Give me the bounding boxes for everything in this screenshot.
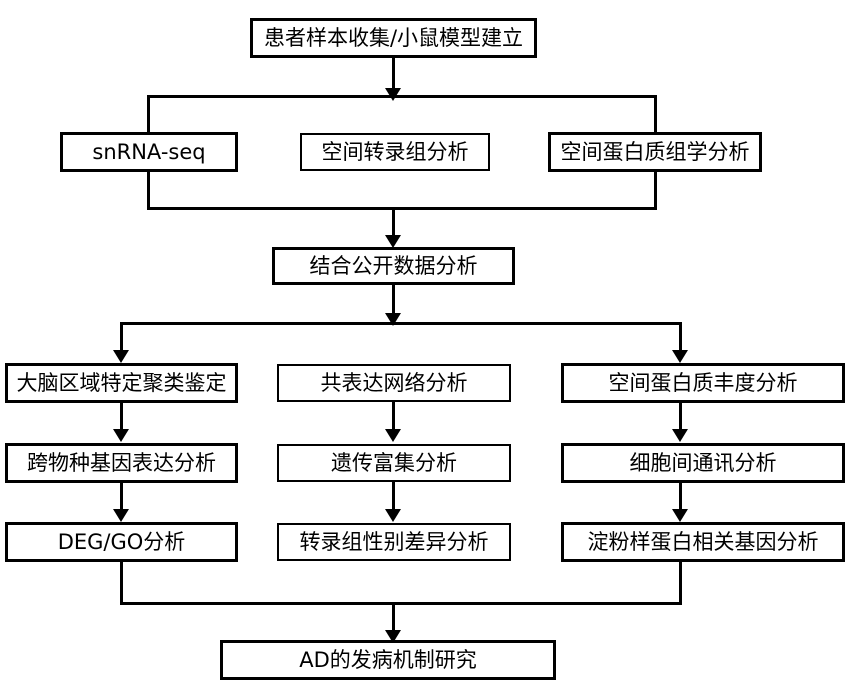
connector-middle-2-3 (392, 482, 395, 515)
connector-top-to-bus1 (392, 58, 395, 93)
node-label: 跨物种基因表达分析 (27, 450, 216, 475)
connector-left-1-2 (120, 403, 123, 435)
arrowhead-right-1-2 (672, 429, 688, 442)
node-spatial-transcriptomics[interactable]: 空间转录组分析 (300, 133, 490, 171)
node-label: 淀粉样蛋白相关基因分析 (587, 529, 819, 554)
connector-bus2-to-tier3 (392, 207, 395, 240)
node-sample-collection[interactable]: 患者样本收集/小鼠模型建立 (250, 18, 537, 58)
arrowhead-right-2-3 (672, 509, 688, 522)
node-public-data-integration[interactable]: 结合公开数据分析 (272, 247, 515, 285)
connector-left-to-merge (120, 562, 123, 605)
connector-merge-to-final (392, 602, 395, 635)
bus-columns-merge (120, 602, 682, 605)
arrowhead-merge-to-final (385, 630, 401, 643)
arrowhead-middle-1-2 (385, 429, 401, 442)
arrowhead-bus3-to-right-column (672, 350, 688, 363)
node-label: snRNA-seq (92, 139, 206, 164)
node-label: 空间蛋白质丰度分析 (608, 370, 798, 395)
node-coexpression-network[interactable]: 共表达网络分析 (277, 364, 511, 402)
node-label: 大脑区域特定聚类鉴定 (16, 370, 227, 395)
arrowhead-bus3-to-left-column (113, 350, 129, 363)
node-label: 患者样本收集/小鼠模型建立 (263, 25, 524, 50)
node-ad-pathogenesis-research[interactable]: AD的发病机制研究 (220, 640, 556, 680)
node-snrna-seq[interactable]: snRNA-seq (60, 132, 238, 172)
arrowhead-top-to-bus1 (385, 88, 401, 101)
connector-bus3-to-right-column (679, 322, 682, 356)
connector-right-2-3 (679, 483, 682, 515)
node-label: DEG/GO分析 (57, 529, 186, 554)
arrowhead-left-1-2 (113, 429, 129, 442)
node-cell-cell-communication[interactable]: 细胞间通讯分析 (561, 443, 845, 483)
node-label: 空间蛋白质组学分析 (560, 139, 750, 164)
connector-right-1-2 (679, 403, 682, 435)
node-transcriptome-sex-difference[interactable]: 转录组性别差异分析 (277, 523, 511, 561)
arrowhead-left-2-3 (113, 509, 129, 522)
connector-right-to-merge (679, 562, 682, 605)
node-amyloid-related-genes[interactable]: 淀粉样蛋白相关基因分析 (561, 522, 845, 562)
arrowhead-tier3-to-bus3 (385, 313, 401, 326)
connector-left-2-3 (120, 483, 123, 515)
node-spatial-protein-abundance[interactable]: 空间蛋白质丰度分析 (561, 363, 845, 403)
node-label: AD的发病机制研究 (299, 647, 477, 672)
node-deg-go-analysis[interactable]: DEG/GO分析 (5, 522, 238, 562)
node-label: 空间转录组分析 (321, 139, 469, 164)
node-spatial-proteomics[interactable]: 空间蛋白质组学分析 (548, 132, 762, 172)
bus-tier2-distribute (147, 95, 657, 98)
node-label: 细胞间通讯分析 (629, 450, 777, 475)
connector-middle-1-2 (392, 402, 395, 435)
connector-bus3-to-left-column (120, 322, 123, 356)
arrowhead-bus2-to-tier3 (385, 235, 401, 248)
connector-tier3-to-bus3 (392, 285, 395, 320)
arrowhead-middle-2-3 (385, 509, 401, 522)
node-label: 遗传富集分析 (331, 450, 457, 475)
node-brain-region-clustering[interactable]: 大脑区域特定聚类鉴定 (5, 363, 238, 403)
bus-tier2-merge (147, 207, 657, 210)
node-genetic-enrichment[interactable]: 遗传富集分析 (277, 444, 511, 482)
bus-columns-distribute (120, 322, 682, 325)
node-label: 结合公开数据分析 (309, 253, 478, 278)
node-cross-species-expression[interactable]: 跨物种基因表达分析 (5, 443, 238, 483)
node-label: 共表达网络分析 (320, 370, 468, 395)
node-label: 转录组性别差异分析 (299, 529, 489, 554)
